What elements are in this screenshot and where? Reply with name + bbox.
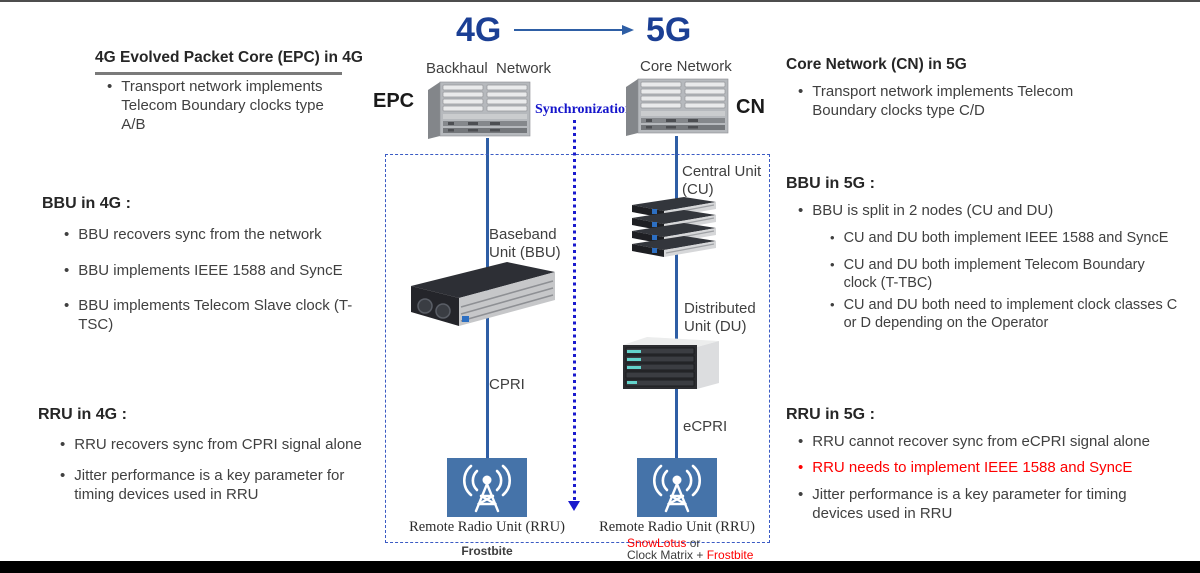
cu-label: Central Unit (CU): [682, 163, 762, 199]
radio-tower-icon: [652, 464, 702, 513]
snowlotus-chip-line1: SnowLotus or: [627, 536, 701, 550]
synchronization-dotted-line: [573, 120, 576, 502]
4g-to-5g-arrow: [514, 25, 634, 35]
cn-bullet-text: Transport network implements Telecom Bou…: [812, 83, 1074, 119]
bbu5-sub-bullet: CU and DU both need to implement clock c…: [830, 296, 1185, 332]
epc-section-heading: 4G Evolved Packet Core (EPC) in 4G: [95, 49, 363, 66]
epc-label: EPC: [373, 90, 415, 112]
frostbite-chip-label: Frostbite: [461, 544, 513, 558]
epc-router-image: [428, 81, 531, 139]
bbu5-heading: BBU in 5G :: [786, 175, 875, 192]
snowlotus-or-text: or: [686, 536, 701, 550]
bbu5-sub-bullet-text: CU and DU both implement IEEE 1588 and S…: [843, 230, 1169, 246]
snowlotus-chip-name: SnowLotus: [627, 536, 687, 550]
epc-bullet-text: Transport network implements Telecom Bou…: [121, 78, 324, 133]
rru5-heading: RRU in 5G :: [786, 406, 875, 423]
du-device-image: [623, 337, 719, 389]
rru-right-caption: Remote Radio Unit (RRU): [599, 519, 755, 535]
rru-left-box: [447, 458, 527, 517]
title-5g: 5G: [646, 11, 692, 49]
cpri-label: CPRI: [489, 376, 525, 393]
epc-heading-underline: [95, 72, 342, 75]
cn-section-heading: Core Network (CN) in 5G: [786, 56, 967, 73]
epc-bullet: Transport network implements Telecom Bou…: [107, 78, 349, 134]
bbu5-sub-bullet: CU and DU both implement Telecom Boundar…: [830, 256, 1180, 292]
top-border-line: [0, 0, 1200, 2]
bbu4-bullet-text: BBU implements Telecom Slave clock (T-TS…: [78, 297, 353, 333]
rru4-bullet-text: Jitter performance is a key parameter fo…: [74, 467, 345, 503]
bbu5-sub-bullet-text: CU and DU both implement Telecom Boundar…: [843, 257, 1145, 292]
bbu4-bullet-text: BBU implements IEEE 1588 and SyncE: [78, 262, 343, 279]
backhaul-network-label: Backhaul Network: [426, 60, 552, 77]
bottom-black-bar: [0, 561, 1200, 573]
bbu-device-image: [411, 262, 555, 326]
rru5-bullet-red: RRU needs to implement IEEE 1588 and Syn…: [798, 459, 1173, 478]
bbu4-bullet: BBU implements IEEE 1588 and SyncE: [64, 262, 394, 281]
synchronization-label: Synchronization: [535, 102, 633, 117]
rru4-heading: RRU in 4G :: [38, 406, 127, 423]
clockmatrix-chip-line2: Clock Matrix + Frostbite: [627, 548, 754, 562]
bbu5-sub-bullet-text: CU and DU both need to implement clock c…: [843, 297, 1178, 332]
radio-tower-icon: [462, 464, 512, 513]
clockmatrix-chip-name: Clock Matrix +: [627, 548, 707, 562]
rru5-bullet-text: Jitter performance is a key parameter fo…: [812, 486, 1127, 522]
bbu5-bullet: BBU is split in 2 nodes (CU and DU): [798, 202, 1158, 221]
rru4-bullet: RRU recovers sync from CPRI signal alone: [60, 436, 400, 455]
du-label: Distributed Unit (DU): [684, 300, 756, 336]
rru4-bullet: Jitter performance is a key parameter fo…: [60, 467, 375, 505]
title-4g: 4G: [456, 11, 502, 49]
ran-dashed-boundary-box: [385, 154, 770, 543]
bbu5-bullet-text: BBU is split in 2 nodes (CU and DU): [812, 202, 1054, 219]
core-network-label: Core Network: [640, 58, 732, 75]
ecpri-label: eCPRI: [683, 418, 728, 435]
rru-right-box: [637, 458, 717, 517]
bbu-label: Baseband Unit (BBU): [489, 226, 561, 262]
synchronization-arrowhead-icon: [568, 501, 580, 511]
cn-router-image: [626, 78, 729, 136]
cn-label: CN: [736, 96, 765, 118]
rru4-bullet-text: RRU recovers sync from CPRI signal alone: [74, 436, 362, 453]
cu-device-image: [632, 197, 716, 257]
rru5-bullet: RRU cannot recover sync from eCPRI signa…: [798, 433, 1173, 452]
cn-bullet: Transport network implements Telecom Bou…: [798, 83, 1098, 121]
rru5-bullet-text: RRU cannot recover sync from eCPRI signa…: [812, 433, 1150, 450]
bbu5-sub-bullet: CU and DU both implement IEEE 1588 and S…: [830, 229, 1180, 247]
bbu4-bullet-text: BBU recovers sync from the network: [78, 226, 322, 243]
rru5-bullet: Jitter performance is a key parameter fo…: [798, 486, 1158, 524]
frostbite-chip-name-right: Frostbite: [706, 548, 754, 562]
rru-left-caption: Remote Radio Unit (RRU): [409, 519, 565, 535]
bbu4-bullet: BBU recovers sync from the network: [64, 226, 394, 245]
cn-to-rru-ecpri-line: [675, 136, 678, 458]
bbu4-heading: BBU in 4G :: [42, 195, 131, 212]
bbu4-bullet: BBU implements Telecom Slave clock (T-TS…: [64, 297, 369, 335]
rru5-bullet-red-text: RRU needs to implement IEEE 1588 and Syn…: [812, 459, 1133, 476]
